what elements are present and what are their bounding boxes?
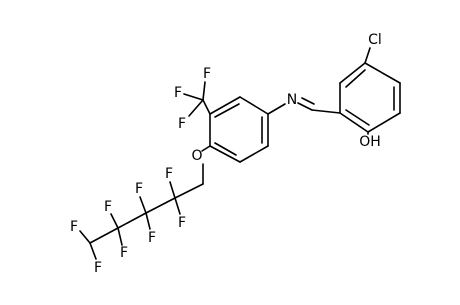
bond bbox=[239, 96, 269, 115]
bond bbox=[297, 102, 313, 111]
bond bbox=[79, 230, 91, 244]
fluorine-atom-label: F bbox=[165, 166, 173, 182]
bond bbox=[117, 227, 123, 246]
oxygen-atom-label: O bbox=[191, 148, 202, 164]
bond bbox=[202, 99, 211, 115]
bond bbox=[183, 93, 204, 101]
bond bbox=[209, 96, 241, 115]
bond bbox=[345, 109, 370, 126]
fluorine-atom-label: F bbox=[178, 215, 186, 231]
hydroxyl-label: OH bbox=[359, 134, 381, 150]
bond bbox=[89, 242, 97, 260]
nitrogen-atom-label: N bbox=[287, 92, 297, 108]
bond bbox=[117, 212, 147, 229]
chlorine-atom-label: Cl bbox=[368, 32, 382, 48]
aryl-ring bbox=[209, 96, 269, 163]
phenol-ring bbox=[339, 62, 401, 133]
bond bbox=[301, 97, 315, 105]
bond bbox=[174, 183, 204, 199]
fluorine-atom-label: F bbox=[178, 116, 186, 132]
fluorine-atom-label: F bbox=[203, 66, 211, 82]
fluorine-atom-label: F bbox=[135, 181, 143, 197]
bond bbox=[145, 197, 176, 214]
bond bbox=[311, 109, 341, 114]
bond bbox=[89, 227, 119, 244]
bond bbox=[214, 142, 237, 156]
bond bbox=[339, 62, 366, 84]
bond bbox=[201, 145, 211, 152]
fluoroalkyl-chain bbox=[79, 181, 204, 260]
bond bbox=[202, 81, 206, 101]
fluorine-atom-label: F bbox=[148, 230, 156, 246]
bond bbox=[364, 62, 401, 84]
bond bbox=[209, 145, 241, 163]
bond bbox=[188, 99, 204, 117]
bond bbox=[139, 196, 147, 214]
fluorine-atom-label: F bbox=[120, 245, 128, 261]
bond-c-cl bbox=[364, 47, 371, 64]
bond bbox=[339, 112, 369, 133]
fluorine-atom-label: F bbox=[94, 260, 102, 276]
bond bbox=[345, 69, 366, 88]
bond bbox=[239, 145, 269, 163]
fluorine-atom-label: F bbox=[104, 199, 112, 215]
fluorine-atom-label: F bbox=[174, 85, 182, 101]
bond bbox=[214, 103, 240, 118]
bond bbox=[145, 212, 151, 230]
bond bbox=[267, 103, 286, 115]
fluorine-atom-label: F bbox=[70, 219, 78, 235]
bond bbox=[169, 181, 176, 199]
bond bbox=[367, 112, 401, 133]
bond bbox=[110, 213, 119, 229]
bond bbox=[174, 197, 181, 215]
